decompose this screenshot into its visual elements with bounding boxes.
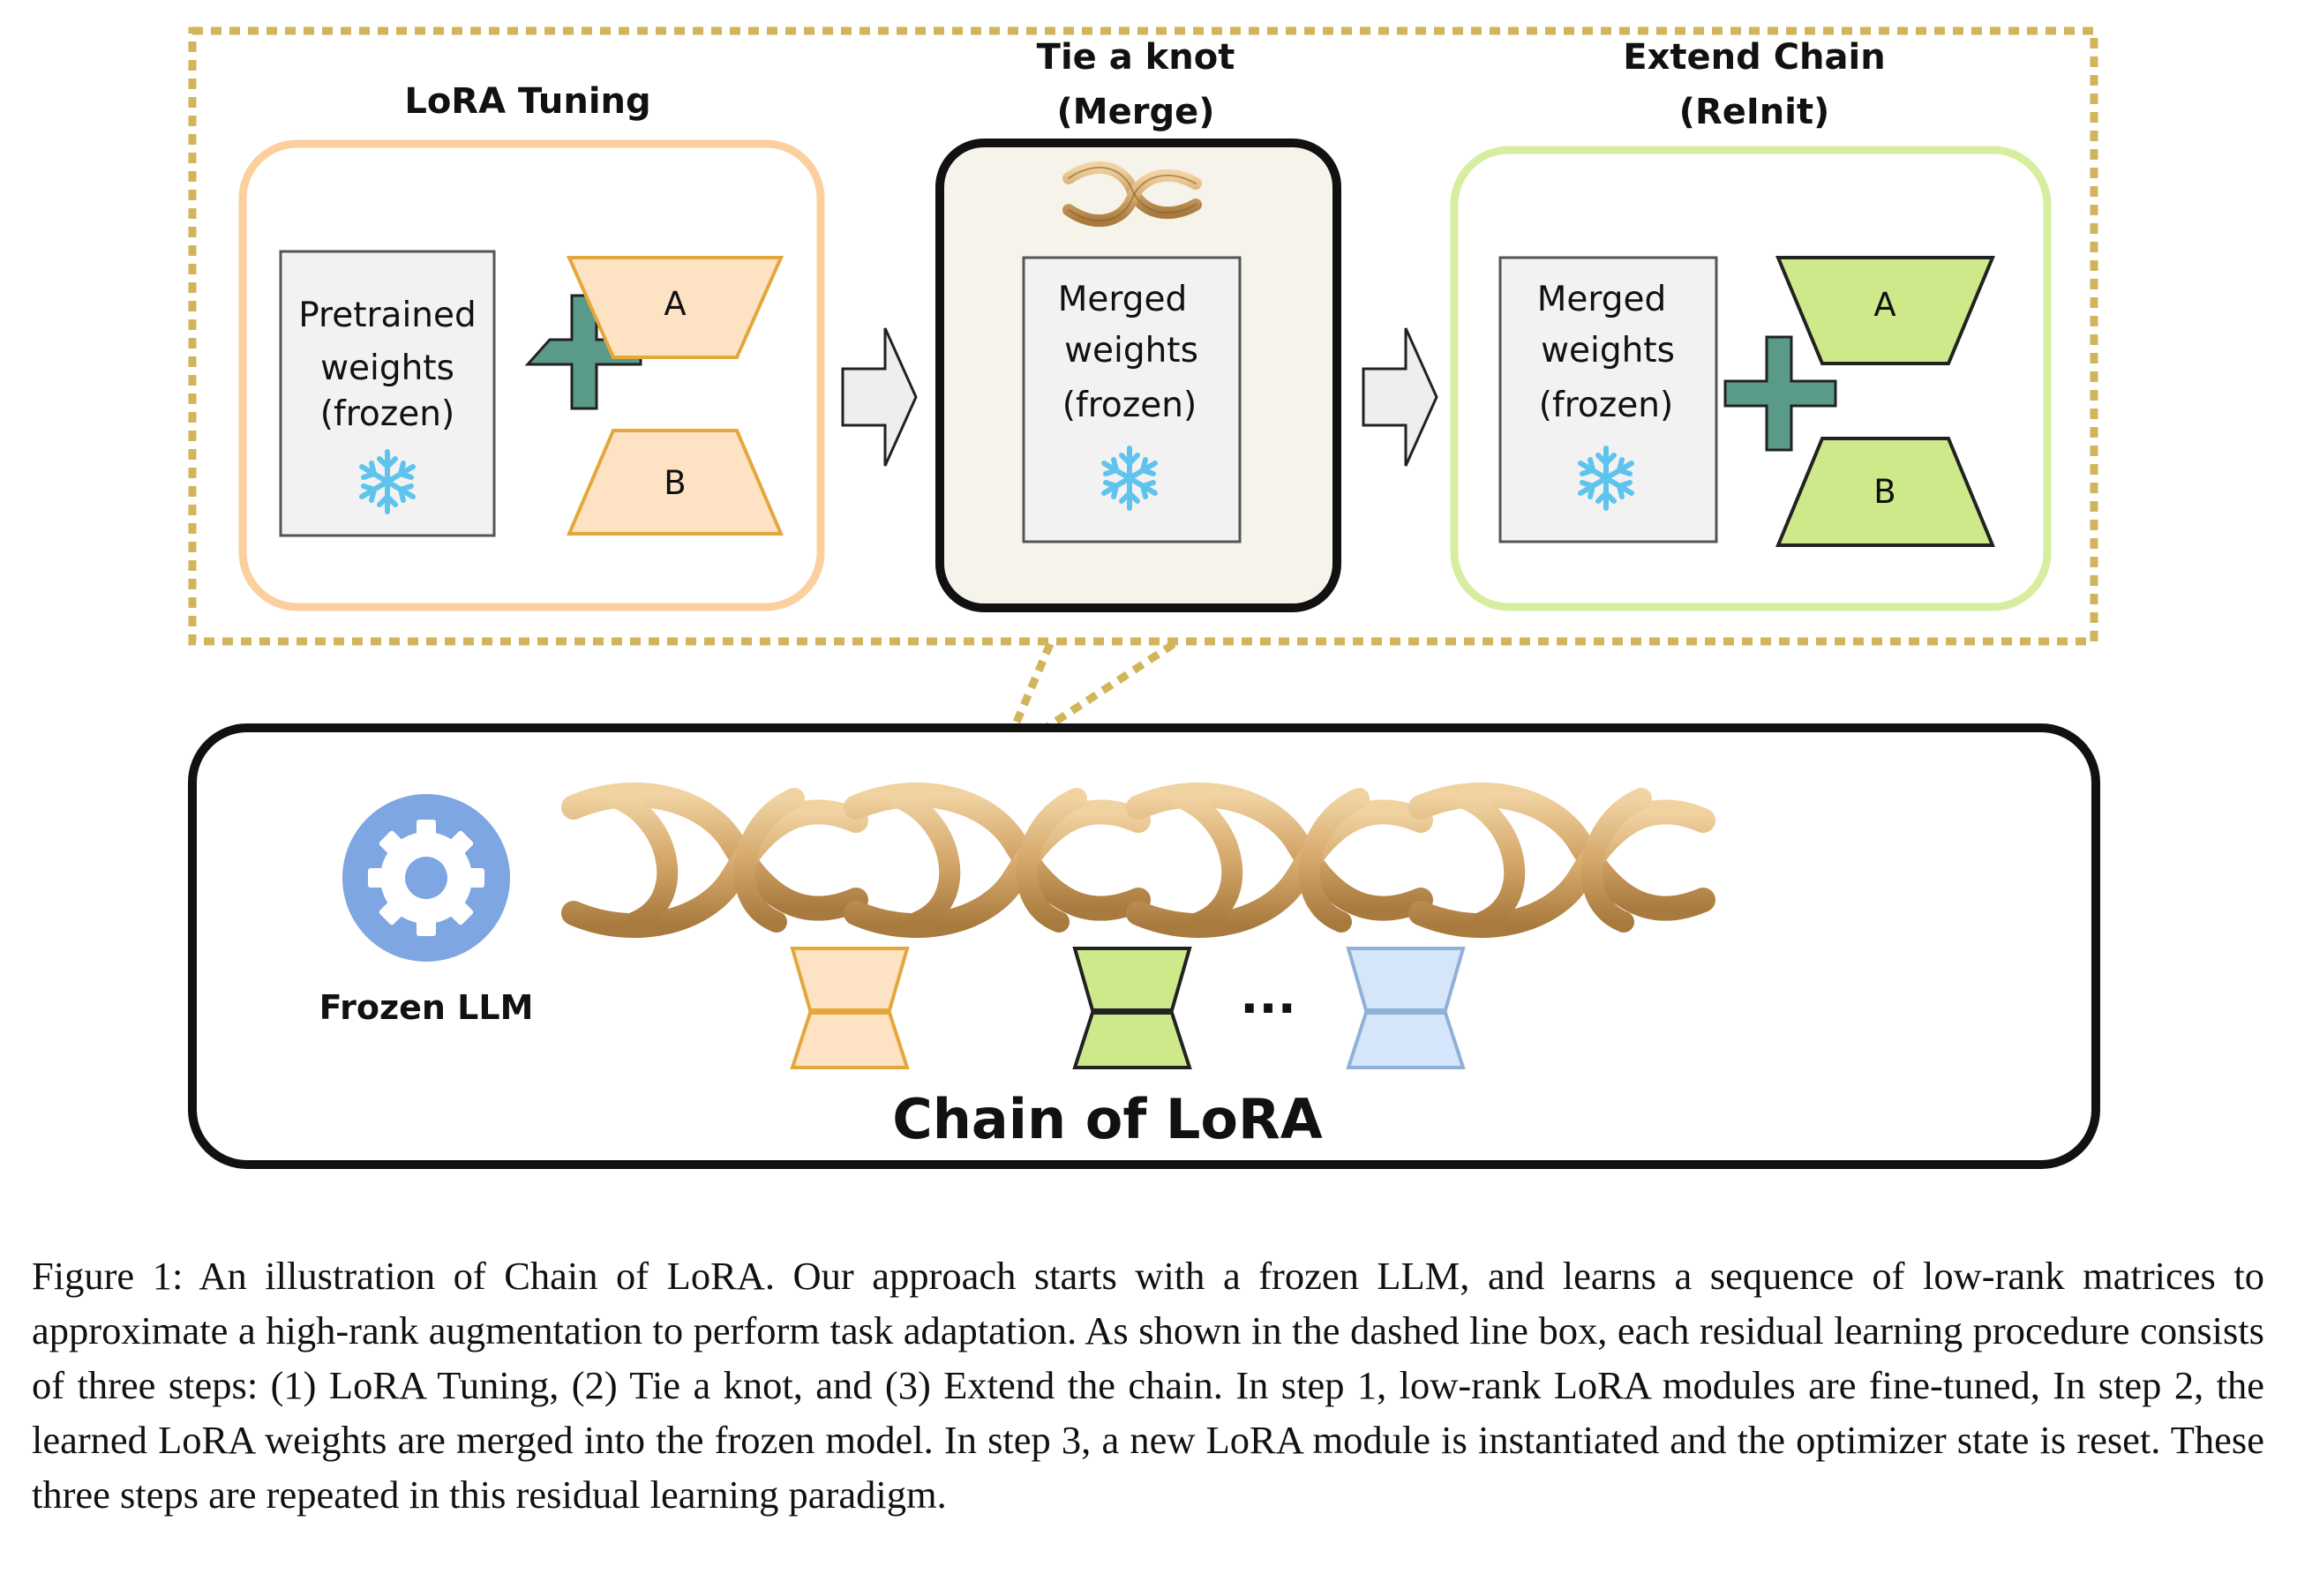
gear-icon — [342, 794, 510, 962]
lora-matrix-a-label: A — [664, 285, 686, 323]
extend-chain-title-line1: Extend Chain — [1623, 37, 1885, 78]
lora-module-green — [1072, 947, 1192, 1069]
extend-chain-title-line2: (ReInit) — [1679, 92, 1830, 132]
merged-weights-line2: weights — [1064, 331, 1198, 371]
snowflake-icon — [1101, 446, 1158, 511]
lora-matrix-b — [566, 429, 784, 536]
rope-knot-icon — [561, 782, 868, 939]
arrow-right-icon — [841, 327, 918, 467]
tie-knot-title-line2: (Merge) — [1057, 92, 1215, 132]
snowflake-icon — [1578, 446, 1634, 511]
plus-icon — [1723, 335, 1837, 452]
chain-of-lora-diagram: LoRA Tuning Pretrained weights (frozen) … — [188, 26, 2100, 1169]
rope-knot-icon — [1126, 782, 1433, 939]
merged-weights-2-line3: (frozen) — [1539, 386, 1673, 425]
merged-weights-2-line1: Merged — [1537, 280, 1667, 319]
extend-matrix-b-label: B — [1873, 473, 1895, 511]
arrow-right-icon — [1362, 327, 1438, 467]
pretrained-weights-line3: (frozen) — [320, 394, 454, 434]
tie-knot-title-line1: Tie a knot — [1037, 37, 1235, 78]
rope-chain — [561, 782, 1715, 939]
pretrained-weights-line1: Pretrained — [298, 296, 477, 335]
chain-of-lora-title: Chain of LoRA — [892, 1087, 1322, 1151]
merged-weights-box — [1022, 256, 1242, 543]
ellipsis: ... — [1240, 968, 1296, 1025]
lora-module-blue — [1346, 947, 1466, 1069]
figure-caption: Figure 1: An illustration of Chain of Lo… — [32, 1254, 2264, 1517]
lora-tuning-title: LoRA Tuning — [404, 81, 650, 122]
frozen-llm-label: Frozen LLM — [319, 988, 534, 1027]
dashed-steps-box — [188, 26, 2098, 646]
merged-weights-line3: (frozen) — [1062, 386, 1197, 425]
lora-matrix-b-label: B — [664, 464, 686, 502]
merged-weights-line1: Merged — [1058, 280, 1188, 319]
pretrained-weights-line2: weights — [320, 348, 454, 388]
lora-matrix-a — [566, 256, 784, 359]
plus-icon — [524, 294, 642, 410]
rope-knot-icon — [1408, 782, 1715, 939]
extend-matrix-b — [1775, 437, 1995, 547]
lora-module-orange — [790, 947, 910, 1069]
rope-knot-icon — [844, 782, 1151, 939]
extend-matrix-a — [1775, 256, 1995, 365]
extend-matrix-a-label: A — [1873, 286, 1895, 324]
merged-weights-2-line2: weights — [1541, 331, 1675, 371]
snowflake-icon — [359, 449, 416, 514]
rope-knot-icon — [1062, 161, 1202, 228]
